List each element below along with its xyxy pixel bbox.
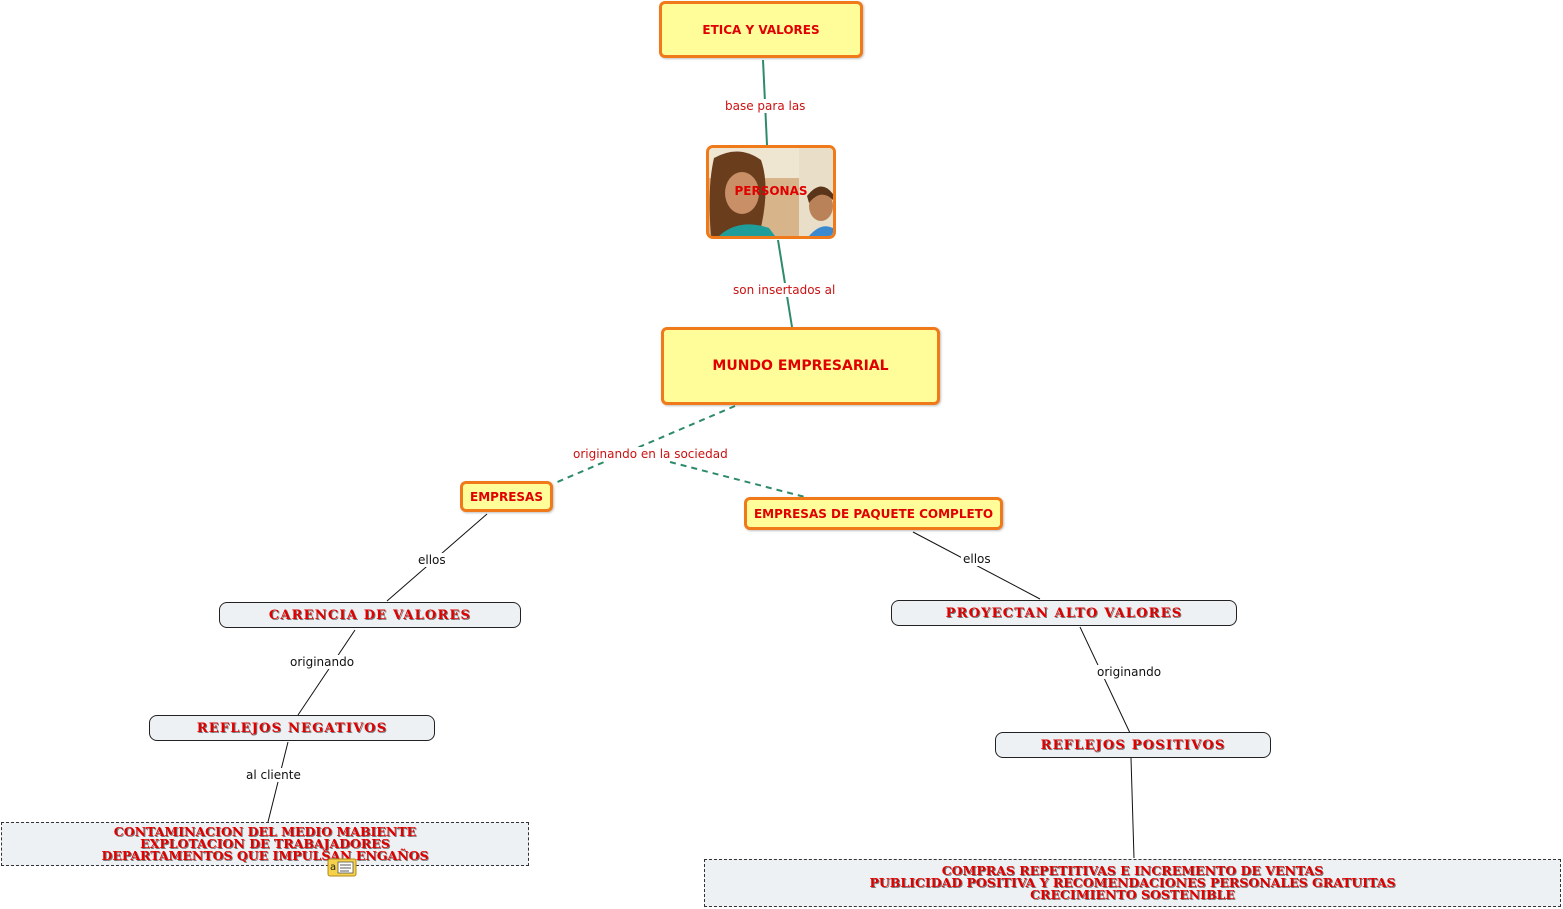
link-proyectan-positivos (1079, 626, 1131, 734)
node-label: CARENCIA DE VALORES (268, 607, 472, 623)
node-mundo-empresarial[interactable]: MUNDO EMPRESARIAL (661, 327, 940, 405)
link-carencia-negativos (297, 629, 356, 716)
node-label: REFLEJOS POSITIVOS (1040, 737, 1226, 753)
svg-text:a: a (330, 862, 336, 873)
link-label-originando-sociedad: originando en la sociedad (571, 447, 730, 461)
link-label-ellos-right: ellos (961, 552, 993, 566)
node-empresas-paquete-completo[interactable]: EMPRESAS DE PAQUETE COMPLETO (744, 497, 1003, 530)
link-label-base-para-las: base para las (723, 99, 808, 113)
link-positivos-compras (1130, 757, 1135, 859)
node-carencia-de-valores[interactable]: CARENCIA DE VALORES (219, 602, 521, 628)
node-label: REFLEJOS NEGATIVOS (196, 720, 388, 736)
node-label: EMPRESAS (470, 489, 543, 504)
node-label: EMPRESAS DE PAQUETE COMPLETO (753, 506, 994, 521)
node-reflejos-negativos-detalle[interactable]: CONTAMINACION DEL MEDIO MABIENTE EXPLOTA… (1, 822, 529, 866)
link-label-originando-left: originando (288, 655, 357, 669)
node-label: PROYECTAN ALTO VALORES (945, 605, 1183, 621)
node-empresas[interactable]: EMPRESAS (460, 481, 553, 512)
people-photo (709, 148, 833, 236)
node-line: PUBLICIDAD POSITIVA Y RECOMENDACIONES PE… (869, 875, 1396, 890)
node-reflejos-negativos[interactable]: REFLEJOS NEGATIVOS (149, 715, 435, 741)
node-label: MUNDO EMPRESARIAL (712, 358, 889, 374)
node-proyectan-alto-valores[interactable]: PROYECTAN ALTO VALORES (891, 600, 1237, 626)
link-sociedad-paquete (669, 461, 806, 498)
node-line: CRECIMIENTO SOSTENIBLE (1030, 887, 1235, 902)
node-label: PERSONAS (734, 184, 808, 198)
link-label-son-insertados: son insertados al (731, 283, 838, 297)
link-label-originando-right: originando (1095, 665, 1164, 679)
node-personas[interactable]: PERSONAS (706, 145, 836, 239)
node-line: EXPLOTACION DE TRABAJADORES (140, 836, 390, 851)
node-reflejos-positivos[interactable]: REFLEJOS POSITIVOS (995, 732, 1271, 758)
node-line: DEPARTAMENTOS QUE IMPULSAN ENGAÑOS (101, 848, 429, 863)
link-label-al-cliente: al cliente (244, 768, 303, 782)
node-etica-y-valores[interactable]: ETICA Y VALORES (659, 1, 863, 58)
node-line: COMPRAS REPETITIVAS E INCREMENTO DE VENT… (941, 863, 1324, 878)
node-label: ETICA Y VALORES (702, 22, 820, 37)
link-label-ellos-left: ellos (416, 553, 448, 567)
link-negativos-contaminacion (267, 741, 289, 823)
note-icon[interactable]: a (327, 858, 357, 877)
link-mundo-empresas (554, 405, 736, 484)
node-reflejos-positivos-detalle[interactable]: COMPRAS REPETITIVAS E INCREMENTO DE VENT… (704, 859, 1561, 907)
node-line: CONTAMINACION DEL MEDIO MABIENTE (113, 824, 417, 839)
